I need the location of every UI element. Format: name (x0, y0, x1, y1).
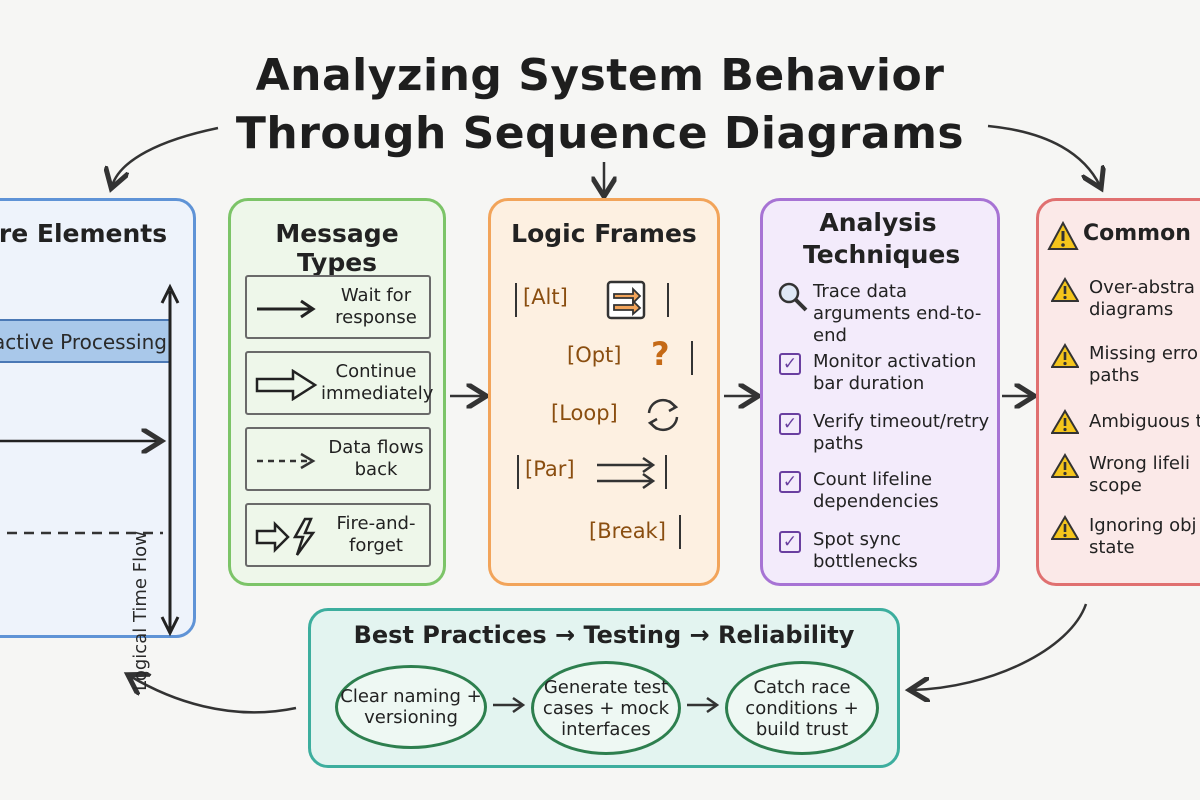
branch-icon (606, 280, 646, 320)
magnifier-icon (778, 282, 808, 312)
message-item: Fire-and-forget (245, 503, 431, 567)
step-naming-oval: Clear naming + versioning (335, 665, 487, 749)
pitfall-text: Over-abstra diagrams (1089, 277, 1195, 320)
pitfall-item: Wrong lifeli scope (1049, 453, 1200, 501)
open-arrow-icon (255, 369, 318, 401)
analysis-item: ✓ Verify timeout/retry paths (775, 411, 1001, 459)
frame-opt-label: [Opt] (567, 343, 622, 367)
message-label: Wait for response (335, 285, 417, 328)
question-icon: ? (651, 335, 670, 373)
frame-par-label: [Par] (525, 457, 575, 481)
message-item: Data flows back (245, 427, 431, 491)
pitfall-text: Missing erro paths (1089, 343, 1199, 386)
page-title-line-2: Through Sequence Diagrams (235, 108, 965, 159)
pitfall-item: Missing erro paths (1049, 343, 1200, 391)
pitfall-item: Over-abstra diagrams (1049, 277, 1200, 325)
common-pitfalls-title: Common P (1083, 221, 1200, 246)
message-label: Data flows back (328, 437, 424, 480)
analysis-item-text: Monitor activation bar duration (813, 351, 977, 394)
analysis-techniques-panel: Analysis Techniques Trace data arguments… (760, 198, 1000, 586)
warning-icon (1051, 453, 1079, 478)
arrow-title-to-pitfalls (987, 124, 1100, 186)
analysis-item-text: Count lifeline dependencies (813, 469, 939, 512)
frame-loop-label: [Loop] (551, 401, 618, 425)
checkbox-icon: ✓ (779, 471, 801, 493)
step-arrow-icon (687, 696, 720, 714)
lightning-icon (255, 517, 316, 556)
message-item: Wait for response (245, 275, 431, 339)
message-label: Fire-and-forget (336, 513, 416, 556)
arrow-title-to-core (112, 126, 219, 186)
best-practices-panel: Best Practices → Testing → Reliability C… (308, 608, 900, 768)
core-lifeline-graphics (0, 283, 180, 637)
parallel-icon (597, 456, 656, 490)
step-text: Catch race conditions + build trust (745, 676, 859, 740)
analysis-techniques-title: Analysis Techniques (803, 208, 961, 269)
analysis-item: ✓ Count lifeline dependencies (775, 469, 1001, 517)
step-arrow-icon (493, 696, 526, 714)
message-item: Continue immediately (245, 351, 434, 415)
pitfall-text: Wrong lifeli scope (1089, 453, 1190, 496)
message-label: Continue immediately (321, 361, 434, 404)
frame-break-label: [Break] (589, 519, 666, 543)
message-types-panel: Message Types Wait for response Continue… (228, 198, 446, 586)
activation-bar (0, 319, 169, 363)
checkbox-icon: ✓ (779, 413, 801, 435)
warning-icon (1051, 343, 1079, 368)
core-elements-title: re Elements (0, 219, 168, 248)
activation-bar-label: active Processing (0, 330, 167, 354)
logic-frames-title: Logic Frames (511, 219, 697, 248)
analysis-item: ✓ Monitor activation bar duration (775, 351, 1001, 399)
checkbox-icon: ✓ (779, 531, 801, 553)
pitfall-text: Ambiguous t (1089, 411, 1200, 432)
arrow-pitfalls-to-best (912, 603, 1088, 690)
pitfall-text: Ignoring obj state (1089, 515, 1197, 558)
core-elements-panel: re Elements active Processing Logical Ti… (0, 198, 196, 691)
pitfall-item: Ignoring obj state (1049, 515, 1200, 563)
analysis-item: ✓ Spot sync bottlenecks (775, 529, 1001, 577)
solid-arrow-icon (257, 299, 316, 319)
analysis-item-text: Trace data arguments end-to-end (813, 281, 982, 346)
checkbox-icon: ✓ (779, 353, 801, 375)
time-axis-label: Logical Time Flow (130, 531, 151, 691)
analysis-item-text: Spot sync bottlenecks (813, 529, 918, 572)
best-practices-title: Best Practices → Testing → Reliability (353, 621, 855, 649)
analysis-item-text: Verify timeout/retry paths (813, 411, 990, 454)
pitfall-item: Ambiguous t (1049, 409, 1200, 457)
frame-alt-label: [Alt] (523, 285, 568, 309)
analysis-item: Trace data arguments end-to-end (775, 281, 1001, 346)
message-types-title: Message Types (275, 219, 399, 277)
common-pitfalls-panel: Common P Over-abstra diagrams Missing er… (1036, 198, 1200, 586)
dashed-arrow-icon (257, 452, 316, 470)
arrow-best-to-core (130, 676, 297, 714)
logic-frames-panel: Logic Frames [Alt] [Opt] ? [Loop] [Par] (488, 198, 720, 586)
page-title-line-1: Analyzing System Behavior (255, 50, 945, 101)
warning-icon (1051, 409, 1079, 434)
warning-icon (1047, 221, 1079, 250)
loop-icon (647, 398, 679, 432)
warning-icon (1051, 277, 1079, 302)
step-reliability-oval: Catch race conditions + build trust (725, 661, 879, 755)
step-testing-oval: Generate test cases + mock interfaces (531, 661, 681, 755)
step-text: Generate test cases + mock interfaces (542, 676, 670, 740)
warning-icon (1051, 515, 1079, 540)
step-text: Clear naming + versioning (340, 686, 482, 728)
